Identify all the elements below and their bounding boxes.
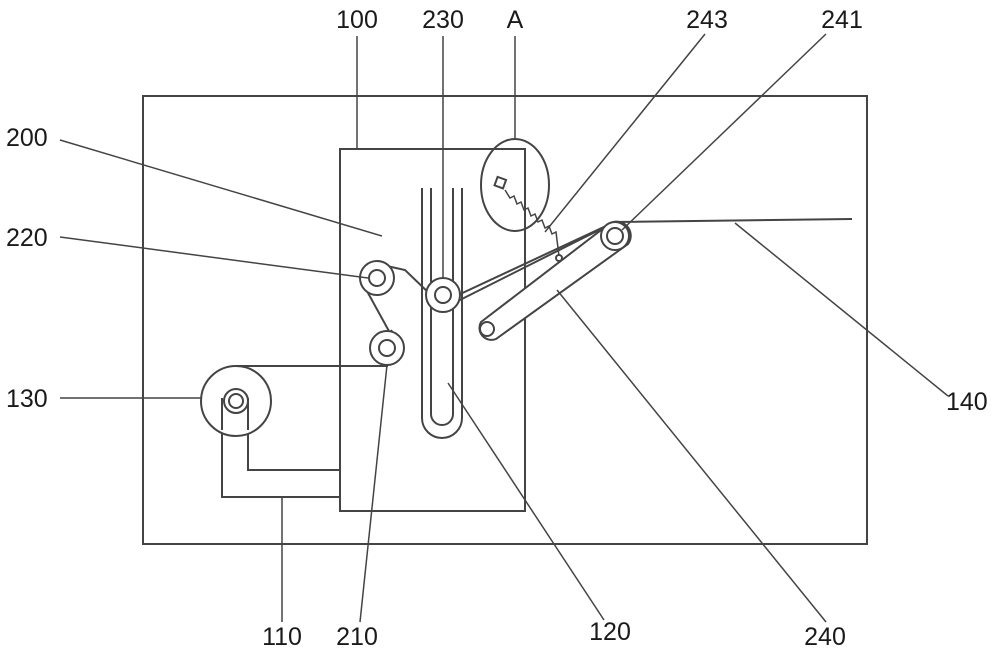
leader-140 [734, 222, 949, 397]
slot-120-outer [421, 188, 463, 439]
label-110: 110 [262, 623, 302, 651]
roller-230-inner [434, 286, 452, 304]
label-200: 200 [6, 124, 48, 152]
strip-to-241 [455, 224, 609, 297]
spring-243 [504, 189, 560, 257]
leader-240 [556, 289, 827, 623]
label-243: 243 [686, 6, 728, 34]
leader-243 [544, 33, 706, 233]
label-100: 100 [336, 6, 378, 34]
leader-120 [447, 382, 605, 621]
bracket-110-arm [221, 398, 249, 430]
arm-240-pivot [479, 321, 495, 337]
label-140: 140 [946, 388, 988, 416]
slot-120-inner [430, 188, 454, 426]
label-220: 220 [6, 224, 48, 252]
label-230: 230 [422, 6, 464, 34]
roller-220-inner [368, 269, 386, 287]
label-130: 130 [6, 385, 48, 413]
label-a: A [507, 6, 524, 34]
leader-241 [621, 33, 827, 231]
plate-100 [339, 148, 526, 512]
outer-frame [142, 95, 868, 545]
leader-210 [359, 364, 388, 623]
label-241: 241 [821, 6, 863, 34]
leader-200 [59, 139, 383, 237]
roller-130-core [228, 393, 244, 409]
leader-220 [59, 236, 369, 279]
spring-end [555, 254, 563, 262]
spring-anchor [493, 175, 508, 190]
roller-241-inner [606, 227, 624, 245]
label-120: 120 [589, 618, 631, 646]
roller-210-inner [378, 339, 396, 357]
detail-a-ellipse [480, 138, 550, 232]
label-240: 240 [804, 623, 846, 651]
label-210: 210 [336, 623, 378, 651]
